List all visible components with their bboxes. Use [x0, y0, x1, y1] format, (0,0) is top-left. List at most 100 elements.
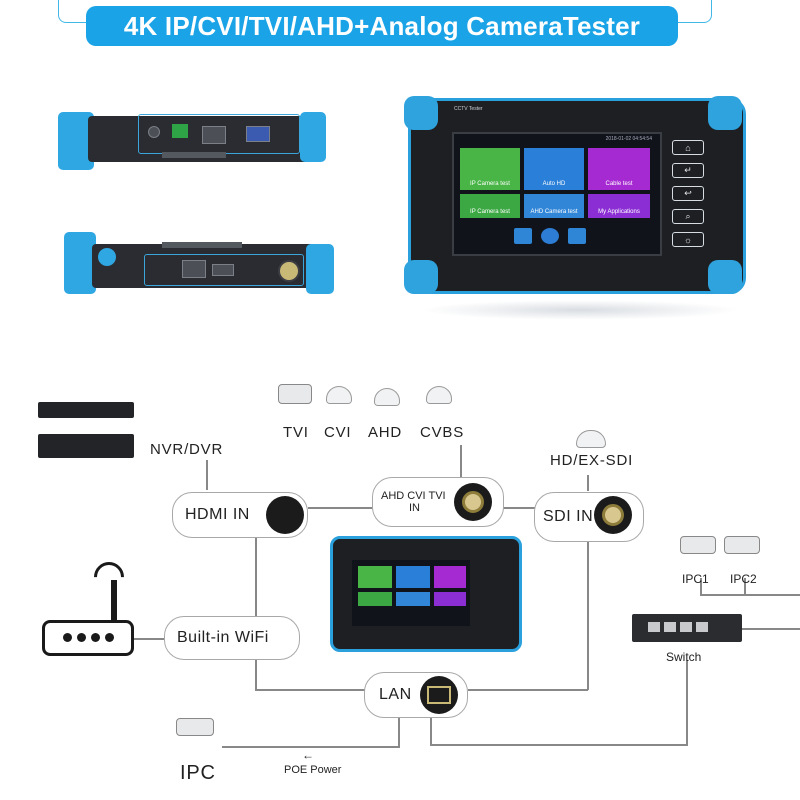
ipc1-label: IPC1 [682, 572, 709, 586]
lan-port-icon [420, 676, 458, 714]
bnc-port [278, 260, 300, 282]
app-tile-small [396, 592, 430, 606]
sdi-bnc-icon [602, 504, 624, 526]
app-tile-small [434, 566, 466, 588]
sdi-camera-label: HD/EX-SDI [550, 452, 634, 469]
rj45-icon [427, 686, 451, 704]
connector-line [468, 689, 588, 691]
arrow-left-icon: ← [302, 748, 314, 762]
connector-line [686, 660, 688, 744]
rj45-port [202, 126, 226, 144]
wifi-box: Built-in WiFi [164, 616, 300, 660]
connector-line [744, 578, 746, 596]
connector-line [255, 521, 257, 689]
bullet-camera-icon [278, 384, 312, 404]
connector-line [587, 475, 589, 491]
camera-type-label: TVI [283, 424, 309, 441]
bnc-connector-icon [462, 491, 484, 513]
app-tile-small [358, 566, 392, 588]
rj45-port [182, 260, 206, 278]
settings-gear-icon[interactable] [541, 228, 559, 244]
app-tile[interactable]: Auto HD [524, 148, 584, 190]
dome-camera-icon [326, 386, 352, 404]
wifi-signal-icon [87, 555, 131, 599]
router-icon [42, 620, 134, 656]
camera-type-label: AHD [368, 424, 403, 441]
connector-line [587, 542, 589, 690]
wifi-label: Built-in WiFi [177, 629, 269, 646]
lan-label: LAN [379, 686, 412, 703]
enter-icon[interactable]: ↵ [672, 163, 704, 178]
sdi-camera-icon [576, 430, 606, 448]
connector-line [430, 714, 432, 746]
connector-line [398, 714, 400, 748]
back-icon[interactable]: ↩ [672, 186, 704, 201]
ipc-camera-icon [176, 718, 214, 736]
app-tile[interactable]: My Applications [588, 194, 650, 218]
bumper-right [300, 112, 326, 162]
camera-type-label: CVBS [420, 424, 465, 441]
folder-icon[interactable] [514, 228, 532, 244]
corner-bumper [708, 260, 742, 294]
hdmi-in-label: HDMI IN [185, 506, 250, 523]
stand [162, 242, 242, 248]
switch-label: Switch [666, 650, 702, 664]
corner-bumper [404, 96, 438, 130]
connector-line [460, 445, 462, 477]
switch-port [696, 622, 708, 632]
terminal-port [172, 124, 188, 138]
corner-bumper [404, 260, 438, 294]
bumper-left [64, 232, 96, 294]
connector-line [700, 594, 800, 596]
app-tile[interactable]: IP Camera test [460, 148, 520, 190]
switch-port [664, 622, 676, 632]
ipc-camera-icon [680, 536, 716, 554]
app-tile[interactable]: AHD Camera test [524, 194, 584, 218]
analog-in-label-line2: IN [409, 502, 420, 514]
media-icon[interactable] [568, 228, 586, 244]
sdi-in-label: SDI IN [543, 508, 594, 525]
app-tile-small [396, 566, 430, 588]
app-tile-small [434, 592, 466, 606]
ipc-camera-icon [724, 536, 760, 554]
poe-power-label: POE Power [284, 764, 342, 776]
status-time: 2018-01-02 04:54:54 [605, 136, 652, 142]
router-antenna [111, 580, 117, 622]
connector-line [222, 746, 398, 748]
dvr-device [38, 434, 134, 458]
nvr-device [38, 402, 134, 418]
connector-line [308, 507, 378, 509]
dome-camera-icon [374, 388, 400, 406]
hdmi-port [212, 264, 234, 276]
search-icon[interactable]: ⌕ [672, 209, 704, 224]
connector-line [498, 507, 540, 509]
switch-port [648, 622, 660, 632]
connector-line [255, 689, 365, 691]
connector-line [700, 578, 702, 596]
banner-title: 4K IP/CVI/TVI/AHD+Analog CameraTester [86, 6, 678, 46]
analog-in-label-line1: AHD CVI TVI [381, 490, 446, 502]
camera-type-label: CVI [324, 424, 352, 441]
tester-brand: CCTV Tester [454, 106, 483, 112]
corner-bumper [708, 96, 742, 130]
bumper-right [306, 244, 334, 294]
hdmi-port-icon [266, 496, 304, 534]
switch-port [680, 622, 692, 632]
ipc2-label: IPC2 [730, 572, 757, 586]
connector-line [134, 638, 164, 640]
port-panel [144, 254, 304, 286]
app-tile[interactable]: IP Camera test [460, 194, 520, 218]
app-tile-small [358, 592, 392, 606]
tester-shadow [420, 300, 740, 320]
connector-line [206, 460, 208, 490]
nvr-dvr-label: NVR/DVR [150, 441, 224, 458]
dome-camera-icon [426, 386, 452, 404]
home-icon[interactable]: ⌂ [672, 140, 704, 155]
ipc-label: IPC [180, 762, 216, 784]
stand [162, 152, 226, 158]
brightness-icon[interactable]: ☼ [672, 232, 704, 247]
connector-line [740, 628, 800, 630]
power-button-icon [98, 248, 116, 266]
vga-port [246, 126, 270, 142]
app-tile[interactable]: Cable test [588, 148, 650, 190]
